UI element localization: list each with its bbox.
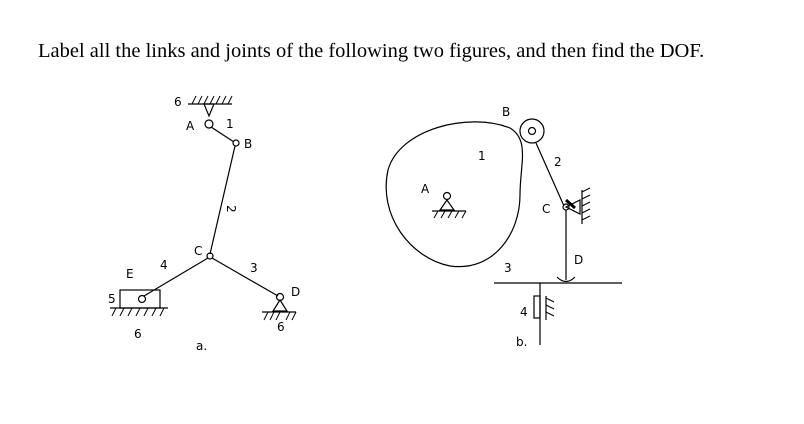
ground-label-top-a: 6 (174, 95, 182, 109)
joint-label-c-b: C (542, 202, 550, 216)
figure-b: 1 A B 2 C (385, 105, 622, 349)
ground-right-a (262, 298, 297, 321)
ground-label-left-a: 6 (134, 327, 142, 341)
link-label-4-b: 4 (520, 305, 528, 319)
link-label-4-a: 4 (160, 258, 168, 272)
cam-1-b (385, 121, 524, 268)
link-2-b (535, 142, 565, 207)
link-label-1-a: 1 (226, 117, 234, 131)
joint-b-b (527, 126, 537, 136)
cam-label-1-b: 1 (478, 149, 486, 163)
link-label-3-a: 3 (250, 261, 258, 275)
link-2-a (209, 145, 236, 255)
joint-a-a (204, 119, 214, 129)
joint-c-a (206, 252, 214, 260)
caption-a: a. (196, 339, 207, 353)
link-3-a (211, 257, 279, 297)
slider-5-a (119, 289, 161, 309)
joint-b-a (232, 139, 240, 147)
ground-a-b (432, 198, 467, 219)
support-c-b (564, 199, 581, 215)
joint-label-c-a: C (194, 244, 202, 258)
joint-label-a-a: A (186, 119, 195, 133)
joint-label-b-b: B (502, 105, 510, 119)
roller-b (519, 118, 545, 144)
joint-label-d-b: D (574, 253, 583, 267)
slider-4-b (533, 295, 541, 319)
joint-label-b-a: B (244, 137, 252, 151)
ground-c-b (581, 187, 591, 224)
slider-label-5-a: 5 (108, 292, 116, 306)
contact-d-b (556, 276, 576, 283)
caption-b: b. (516, 335, 527, 349)
joint-e-a (137, 294, 147, 304)
link-label-2-b: 2 (554, 155, 562, 169)
joint-label-e-a: E (126, 267, 134, 281)
question-text: Label all the links and joints of the fo… (38, 40, 705, 62)
support-a-top (203, 103, 215, 118)
figure-a: 6 A 1 B 2 C 3 D 6 4 E (108, 95, 300, 353)
joint-a-b (442, 191, 452, 201)
ground-top-a (188, 95, 233, 105)
guide-4-b (545, 296, 555, 320)
joint-label-a-b: A (421, 182, 430, 196)
joint-label-d-a: D (291, 285, 300, 299)
link-label-2-a: 2 (224, 205, 238, 213)
bracket-c-b (565, 198, 576, 210)
ground-left-a (110, 307, 168, 317)
link-label-3-b: 3 (504, 261, 512, 275)
ground-label-right-a: 6 (277, 320, 285, 334)
link-1-a (210, 126, 235, 143)
